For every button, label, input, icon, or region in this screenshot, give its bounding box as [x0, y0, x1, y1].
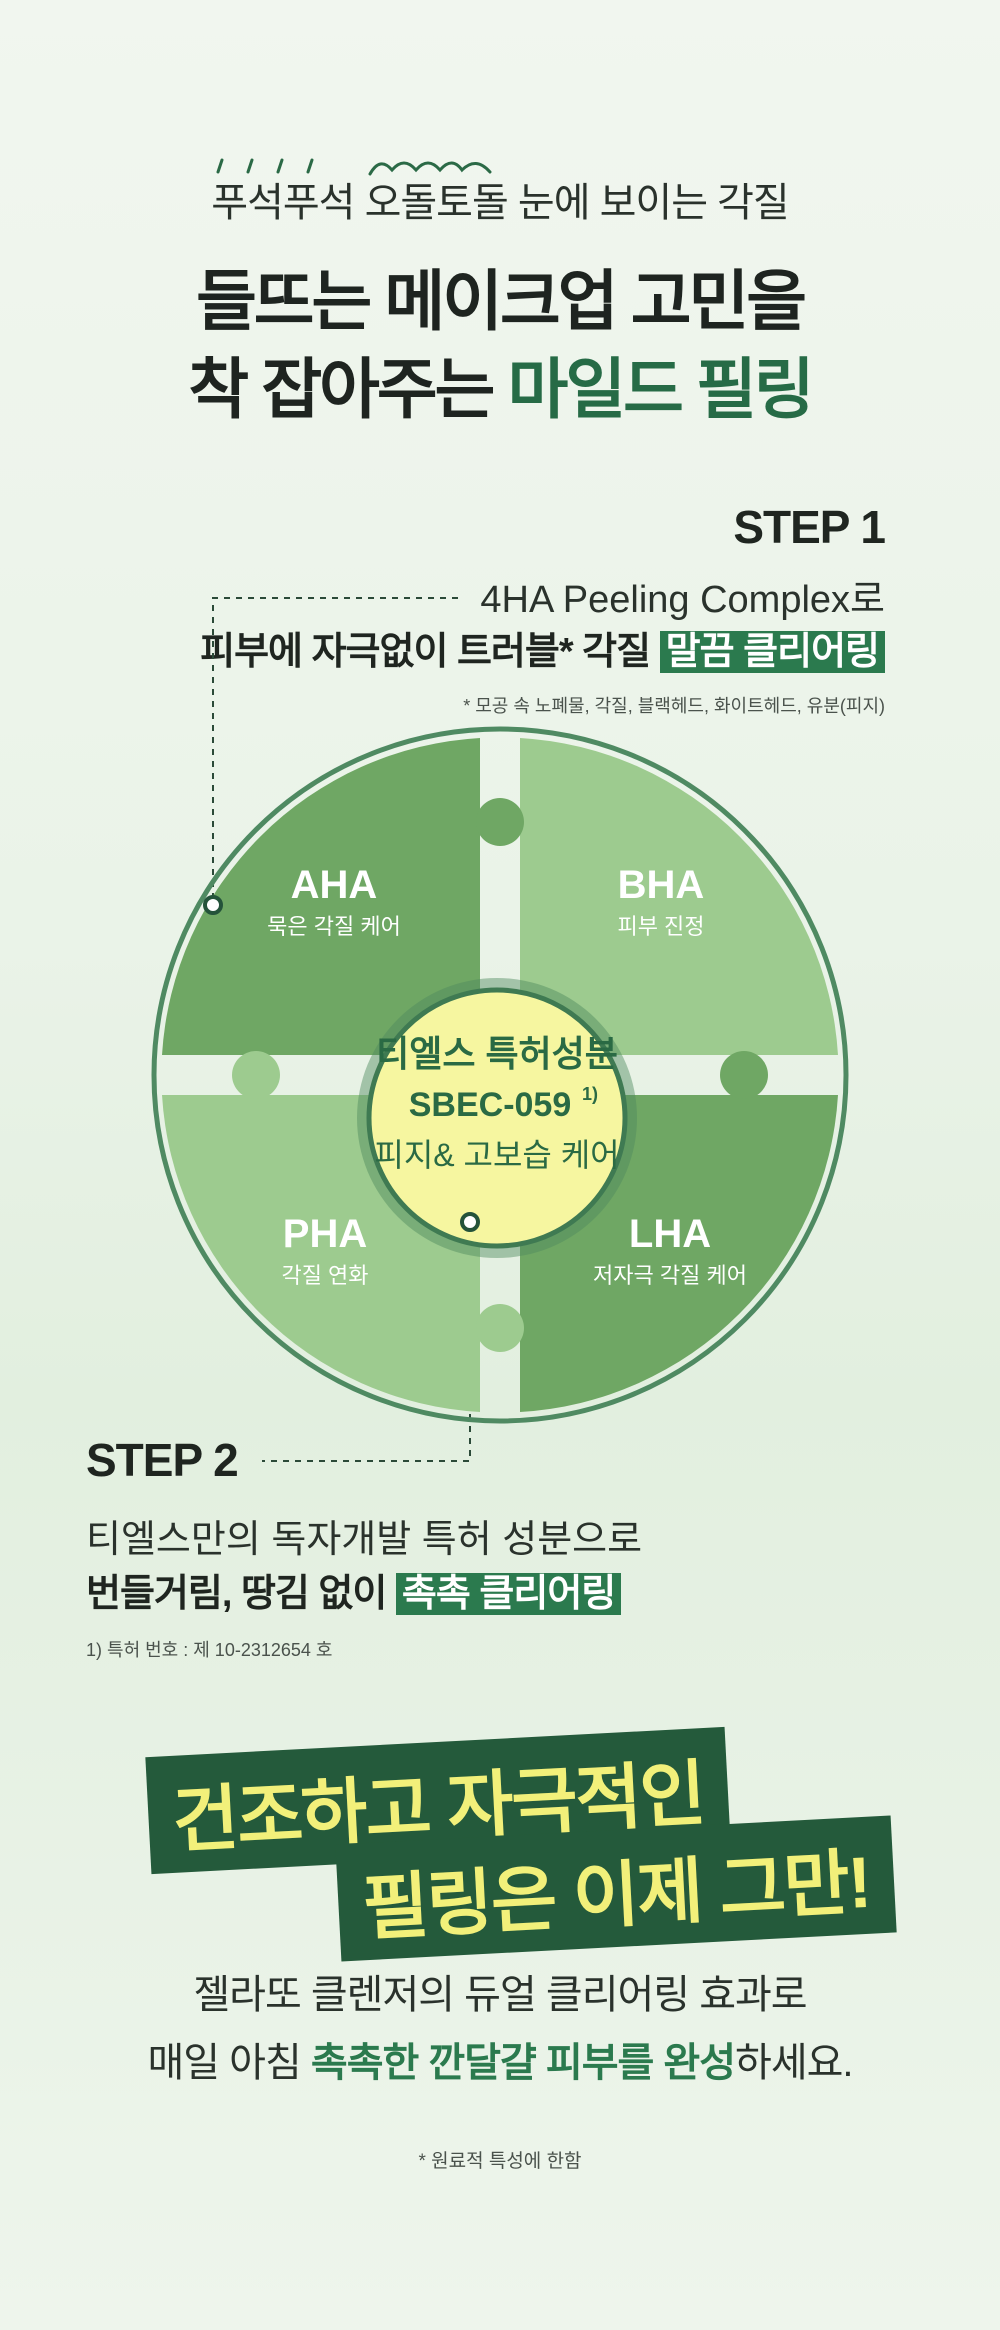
hero-title-line2-plain: 착 잡아주는: [188, 352, 508, 426]
puzzle-outer-ring: [151, 726, 849, 1424]
page-footnote: * 원료적 특성에 한함: [418, 2151, 582, 2172]
bha-piece: [520, 738, 838, 1055]
step2-badge: 촉촉 클리어링: [395, 1573, 622, 1615]
step1-line2: 피부에 자극없이 트러블* 각질 말끔 클리어링: [200, 620, 885, 675]
connector-dot: [203, 895, 223, 915]
aha-label: AHA: [291, 863, 378, 907]
closing-line2-end: 하세요.: [735, 2041, 854, 2085]
step1-connector-line: [212, 597, 458, 905]
hero-title-line2-highlight: 마일드 필링: [507, 352, 815, 426]
step1-line2-plain: 피부에 자극없이 트러블* 각질: [200, 631, 660, 673]
step2-line2: 번들거림, 땅김 없이 촉촉 클리어링: [86, 1562, 622, 1617]
center-benefit: 피지& 고보습 케어: [374, 1137, 619, 1173]
step2-footnote: 1) 특허 번호 : 제 10-2312654 호: [86, 1640, 333, 1660]
bha-desc: 피부 진정: [617, 914, 704, 939]
step1-footnote: * 모공 속 노폐물, 각질, 블랙헤드, 화이트헤드, 유분(피지): [463, 696, 885, 716]
center-title: 티엘스 특허성분: [376, 1033, 618, 1074]
hero-title-line2: 착 잡아주는 마일드 필링: [0, 336, 1000, 432]
aha-piece: [162, 738, 480, 1055]
step1-title: STEP 1: [733, 501, 886, 553]
hero-subtitle: 푸석푸석 오돌토돌 눈에 보이는 각질: [211, 181, 789, 225]
center-superscript: 1): [582, 1084, 598, 1104]
step2-line2-plain: 번들거림, 땅김 없이: [86, 1573, 396, 1615]
pha-label: PHA: [283, 1212, 367, 1256]
lha-label: LHA: [629, 1212, 711, 1256]
step1-badge: 말끔 클리어링: [659, 631, 885, 673]
lha-desc: 저자극 각질 케어: [593, 1263, 747, 1288]
puzzle-knob: [232, 1051, 280, 1099]
closing-line2-start: 매일 아침: [147, 2041, 311, 2085]
puzzle-knob: [476, 798, 524, 846]
pha-desc: 각질 연화: [281, 1263, 368, 1288]
hero-title-line1: 들뜨는 메이크업 고민을: [196, 264, 807, 338]
connector-dot: [460, 1212, 480, 1232]
closing-line1: 젤라또 클렌저의 듀얼 클리어링 효과로: [193, 1973, 807, 2017]
puzzle-knob: [720, 1051, 768, 1099]
closing-line2-highlight: 촉촉한 깐달걀 피부를 완성: [310, 2041, 736, 2085]
step2-line1: 티엘스만의 독자개발 특허 성분으로: [86, 1519, 643, 1561]
puzzle-knob: [476, 1304, 524, 1352]
center-ingredient: SBEC-059: [409, 1086, 572, 1124]
step2-connector-line: [262, 1222, 471, 1462]
step1-line1: 4HA Peeling Complex로: [480, 579, 885, 621]
center-circle: [366, 987, 628, 1249]
closing-line2: 매일 아침 촉촉한 깐달걀 피부를 완성하세요.: [0, 2030, 1000, 2088]
step2-title: STEP 2: [86, 1434, 239, 1486]
sparkle-ticks-icon: [216, 158, 492, 176]
bha-label: BHA: [618, 863, 705, 907]
aha-desc: 묵은 각질 케어: [267, 914, 401, 939]
